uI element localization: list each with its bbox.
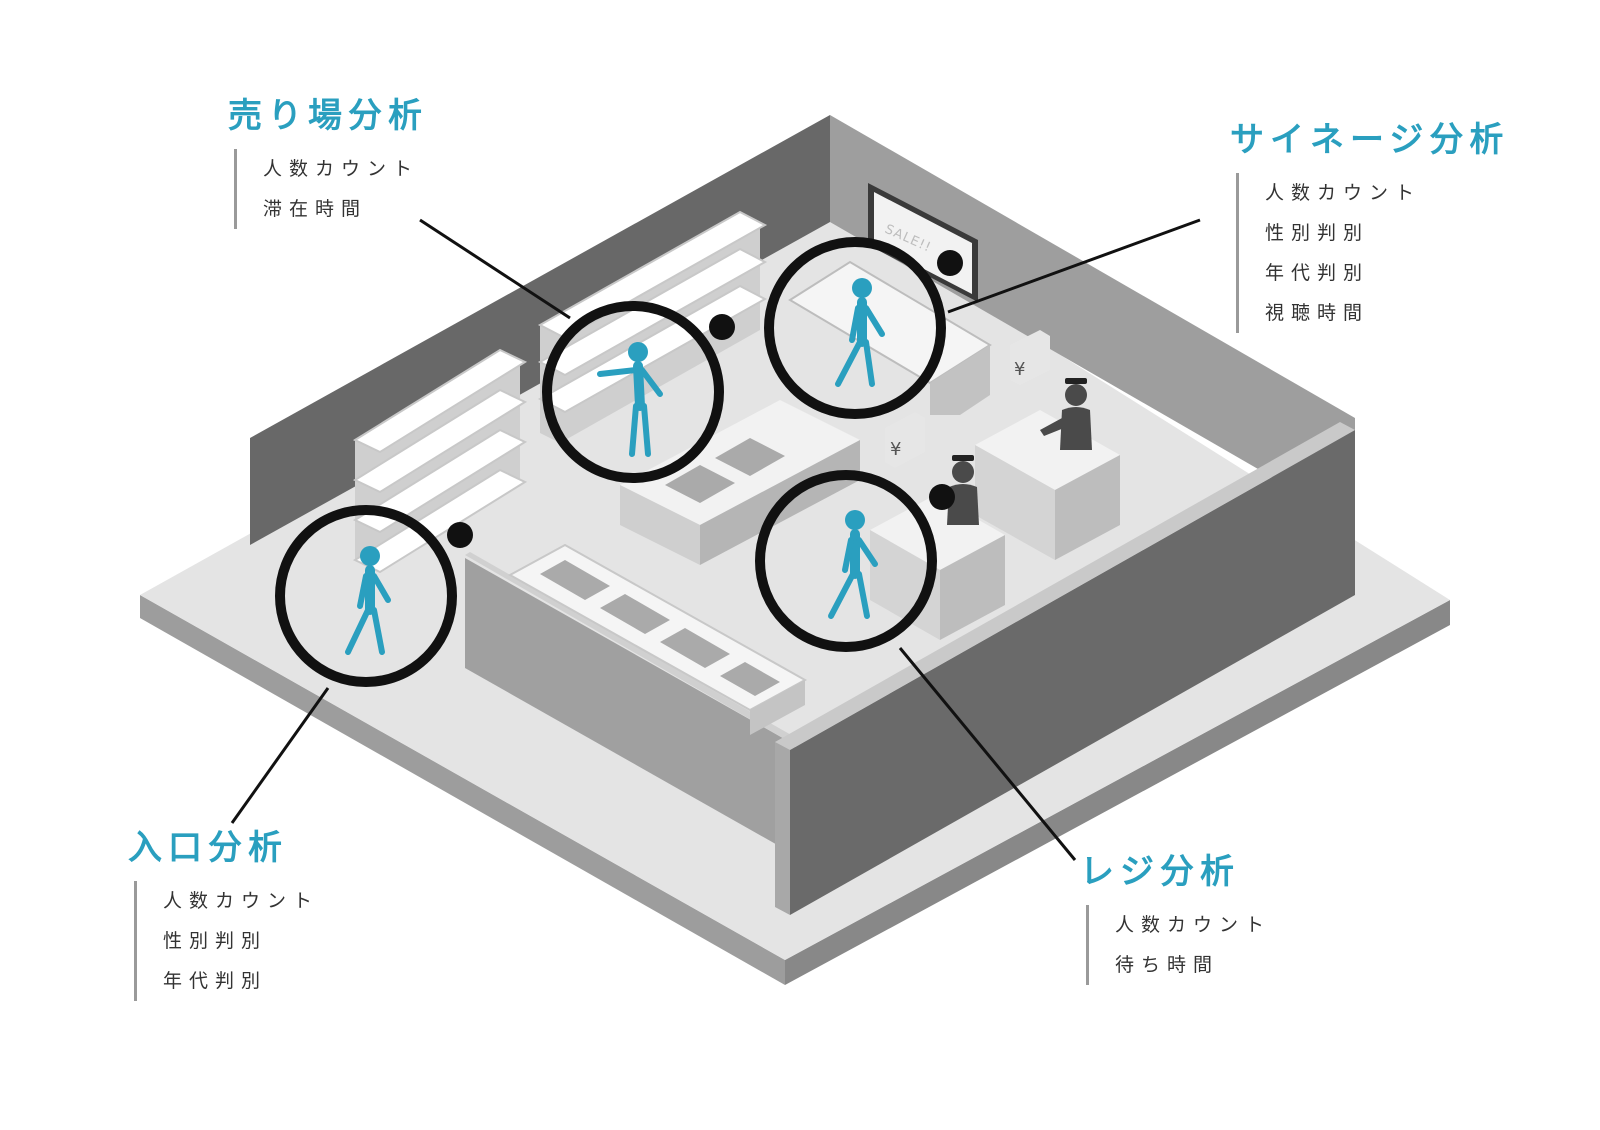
person-icon bbox=[345, 546, 391, 655]
cashier-icon bbox=[1040, 378, 1092, 450]
store-floor bbox=[140, 210, 1450, 960]
zone-title: 入口分析 bbox=[128, 828, 288, 868]
metric-item: 人数カウント bbox=[1115, 913, 1272, 936]
leader-line-entrance bbox=[230, 687, 330, 824]
metric-item: 年代判別 bbox=[163, 969, 268, 992]
front-divider-top bbox=[465, 552, 800, 745]
camera-dot-icon bbox=[447, 522, 473, 548]
zone-title: レジ分析 bbox=[1080, 852, 1240, 892]
camera-dot-icon bbox=[929, 484, 955, 510]
front-wall-right-face bbox=[790, 430, 1355, 915]
metric-list: 人数カウント性別判別年代判別 bbox=[134, 880, 320, 1001]
metric-item: 年代判別 bbox=[1265, 261, 1370, 284]
zone-title: 売り場分析 bbox=[228, 96, 428, 136]
metric-list: 人数カウント待ち時間 bbox=[1086, 904, 1272, 985]
front-wall-right-top bbox=[775, 422, 1355, 750]
person-icon bbox=[828, 510, 878, 619]
back-wall-right bbox=[830, 115, 1355, 525]
svg-text:¥: ¥ bbox=[1014, 359, 1025, 380]
metric-item: 待ち時間 bbox=[1115, 953, 1220, 976]
sales-floor-analysis: 売り場分析 人数カウント滞在時間 bbox=[228, 96, 428, 229]
metric-item: 滞在時間 bbox=[263, 197, 368, 220]
metric-list: 人数カウント性別判別年代判別視聴時間 bbox=[1236, 172, 1509, 333]
zone-title: サイネージ分析 bbox=[1230, 120, 1510, 160]
camera-dot-icon bbox=[937, 250, 963, 276]
sales-floor-highlight bbox=[542, 301, 724, 483]
leader-line-signage bbox=[947, 218, 1201, 314]
metric-item: 人数カウント bbox=[163, 889, 320, 912]
register-counter-left: ¥ bbox=[870, 412, 1005, 640]
register-counter-right: ¥ bbox=[975, 330, 1120, 560]
freezer-bank bbox=[507, 543, 808, 735]
front-wall-right-end bbox=[775, 742, 790, 915]
metric-item: 人数カウント bbox=[263, 157, 420, 180]
camera-dot-icon bbox=[709, 314, 735, 340]
entrance-highlight bbox=[275, 505, 457, 687]
cashier-icon bbox=[947, 455, 979, 525]
svg-text:¥: ¥ bbox=[890, 439, 901, 460]
person-icon bbox=[835, 278, 885, 387]
metric-item: 性別判別 bbox=[163, 929, 268, 952]
signage-analysis: サイネージ分析 人数カウント性別判別年代判別視聴時間 bbox=[1230, 120, 1509, 333]
center-shelving bbox=[537, 210, 768, 443]
leader-line-sales bbox=[419, 218, 571, 320]
front-divider-face bbox=[465, 558, 795, 855]
metric-item: 人数カウント bbox=[1265, 181, 1422, 204]
floor-base-right bbox=[785, 600, 1450, 985]
person-icon bbox=[597, 342, 663, 457]
entrance-analysis: 入口分析 人数カウント性別判別年代判別 bbox=[128, 828, 319, 1001]
metric-item: 視聴時間 bbox=[1265, 301, 1370, 324]
metric-item: 性別判別 bbox=[1265, 221, 1370, 244]
leader-line-register bbox=[898, 647, 1077, 861]
floor-base-left bbox=[140, 595, 785, 985]
register-analysis: レジ分析 人数カウント待ち時間 bbox=[1080, 852, 1271, 985]
metric-list: 人数カウント滞在時間 bbox=[234, 148, 428, 229]
register-highlight bbox=[755, 470, 937, 652]
signage-highlight bbox=[764, 237, 946, 419]
